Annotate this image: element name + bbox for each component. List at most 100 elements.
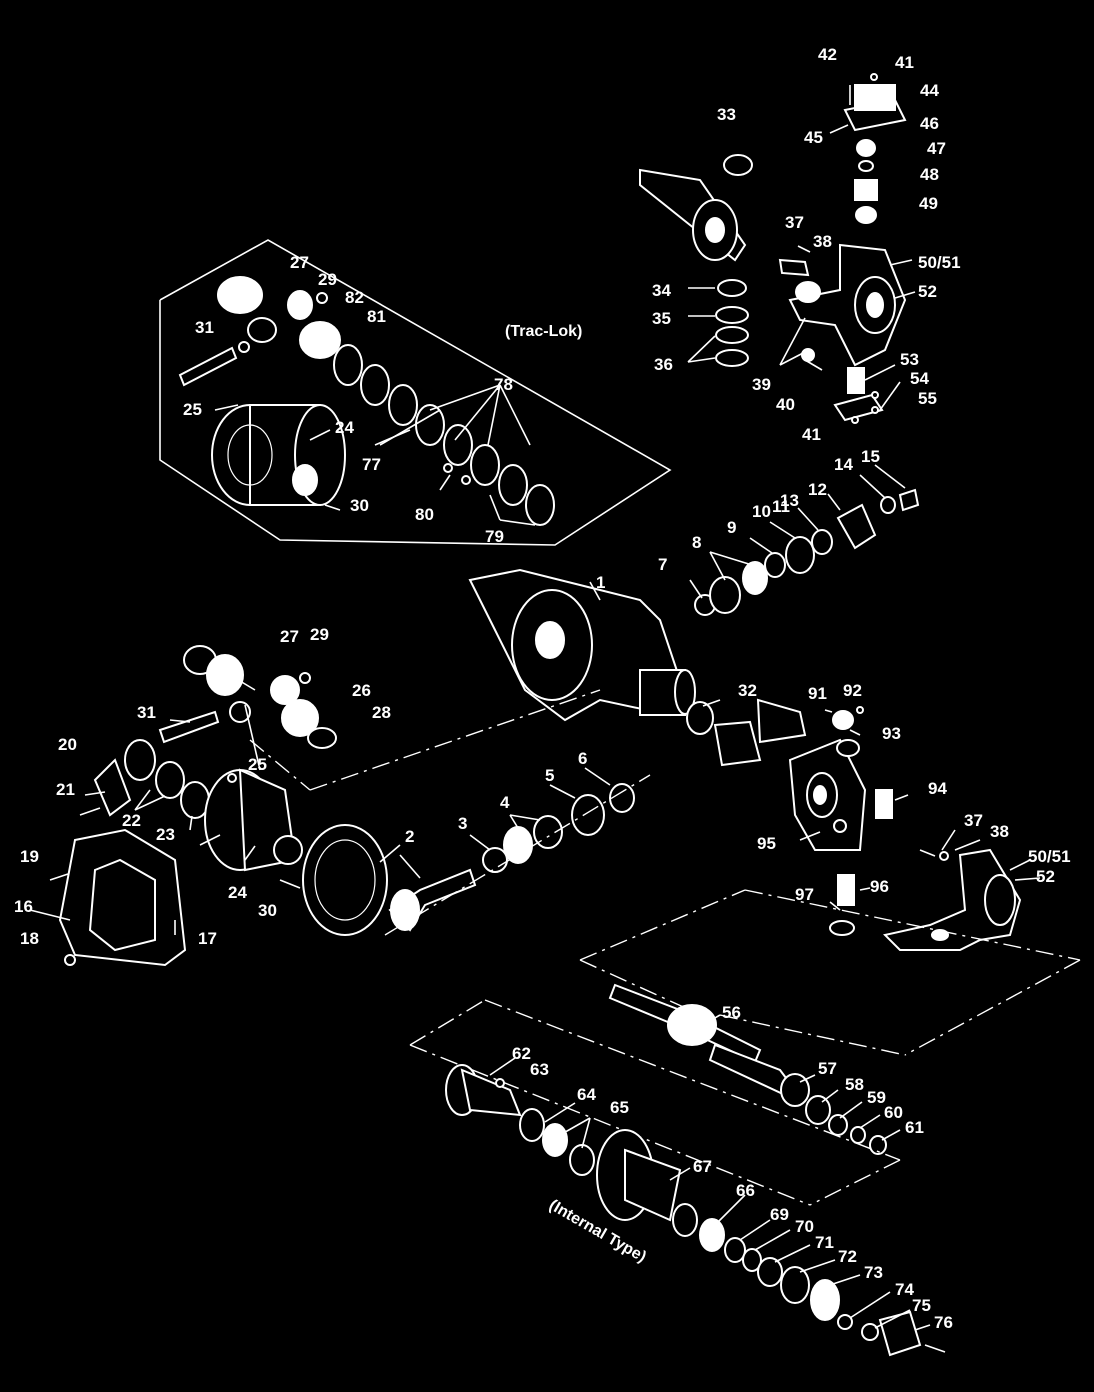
callout-31: 31 (195, 318, 214, 337)
trac-lok-diff-case (211, 404, 346, 506)
callout-26: 26 (352, 681, 371, 700)
axle-shaft-assembly (409, 983, 946, 1357)
callout-52: 52 (1036, 867, 1055, 886)
callout-27: 27 (280, 627, 299, 646)
callout-47: 47 (927, 139, 946, 158)
callout-42: 42 (818, 45, 837, 64)
pinion-yoke-parts (689, 464, 920, 616)
upper-knuckle-assembly (639, 73, 916, 424)
callout-80: 80 (415, 505, 434, 524)
callout-25: 25 (248, 755, 267, 774)
callout-32: 32 (738, 681, 757, 700)
callout-33: 33 (717, 105, 736, 124)
callout-7: 7 (658, 555, 667, 574)
callout-29: 29 (318, 270, 337, 289)
callout-67: 67 (693, 1157, 712, 1176)
callout-40: 40 (776, 395, 795, 414)
callout-4: 4 (500, 793, 510, 812)
callout-58: 58 (845, 1075, 864, 1094)
callout-76: 76 (934, 1313, 953, 1332)
callout-41: 41 (802, 425, 821, 444)
callout-92: 92 (843, 681, 862, 700)
callout-38: 38 (813, 232, 832, 251)
callout-52: 52 (918, 282, 937, 301)
trac-lok-springs (443, 463, 471, 485)
callout-74: 74 (895, 1280, 914, 1299)
callout-9: 9 (727, 518, 736, 537)
callout-79: 79 (485, 527, 504, 546)
callout-23: 23 (156, 825, 175, 844)
callout-16: 16 (14, 897, 33, 916)
callout-30: 30 (258, 901, 277, 920)
callout-10: 10 (752, 502, 771, 521)
callout-38: 38 (990, 822, 1009, 841)
callout-46: 46 (920, 114, 939, 133)
callout-1: 1 (596, 573, 605, 592)
callout-17: 17 (198, 929, 217, 948)
callout-37: 37 (964, 811, 983, 830)
callout-97: 97 (795, 885, 814, 904)
callout-39: 39 (752, 375, 771, 394)
callout-53: 53 (900, 350, 919, 369)
trac-lok-inset: (Trac-Lok) (159, 239, 672, 546)
differential-assembly (29, 645, 1081, 1056)
callout-31: 31 (137, 703, 156, 722)
callout-21: 21 (56, 780, 75, 799)
callout-2: 2 (405, 827, 414, 846)
callout-55: 55 (918, 389, 937, 408)
axle-housing (468, 568, 807, 767)
callout-75: 75 (912, 1296, 931, 1315)
callout-69: 69 (770, 1205, 789, 1224)
callout-37: 37 (785, 213, 804, 232)
lower-knuckle-assembly (788, 706, 1041, 951)
callout-25: 25 (183, 400, 202, 419)
callout-50-51: 50/51 (918, 253, 961, 272)
trac-lok-clutch-plates (333, 344, 555, 526)
callout-44: 44 (920, 81, 939, 100)
callout-64: 64 (577, 1085, 596, 1104)
callout-91: 91 (808, 684, 827, 703)
callout-93: 93 (882, 724, 901, 743)
callout-50-51: 50/51 (1028, 847, 1071, 866)
callout-24: 24 (335, 418, 354, 437)
callout-20: 20 (58, 735, 77, 754)
callout-35: 35 (652, 309, 671, 328)
callout-61: 61 (905, 1118, 924, 1137)
callout-71: 71 (815, 1233, 834, 1252)
callout-28: 28 (372, 703, 391, 722)
callout-60: 60 (884, 1103, 903, 1122)
callout-82: 82 (345, 288, 364, 307)
callout-72: 72 (838, 1247, 857, 1266)
callout-36: 36 (654, 355, 673, 374)
callout-48: 48 (920, 165, 939, 184)
callout-45: 45 (804, 128, 823, 147)
callout-11: 11 (772, 497, 790, 516)
trac-lok-pinion-gears (217, 276, 341, 359)
callout-54: 54 (910, 369, 929, 388)
callout-59: 59 (867, 1088, 886, 1107)
callout-73: 73 (864, 1263, 883, 1282)
trac-lok-caption: (Trac-Lok) (505, 323, 582, 340)
callout-81: 81 (367, 307, 386, 326)
callout-70: 70 (795, 1217, 814, 1236)
callout-24: 24 (228, 883, 247, 902)
callout-41: 41 (895, 53, 914, 72)
callout-22: 22 (122, 811, 141, 830)
callout-13: 13 (780, 491, 799, 510)
callout-62: 62 (512, 1044, 531, 1063)
callout-29: 29 (310, 625, 329, 644)
callout-77: 77 (362, 455, 381, 474)
trac-lok-shaft (178, 341, 250, 387)
callout-19: 19 (20, 847, 39, 866)
callout-8: 8 (692, 533, 701, 552)
callout-78: 78 (494, 375, 513, 394)
callout-27: 27 (290, 253, 309, 272)
callout-94: 94 (928, 779, 947, 798)
callout-30: 30 (350, 496, 369, 515)
callout-96: 96 (870, 877, 889, 896)
callout-65: 65 (610, 1098, 629, 1117)
callout-66: 66 (736, 1181, 755, 1200)
callout-15: 15 (861, 447, 880, 466)
